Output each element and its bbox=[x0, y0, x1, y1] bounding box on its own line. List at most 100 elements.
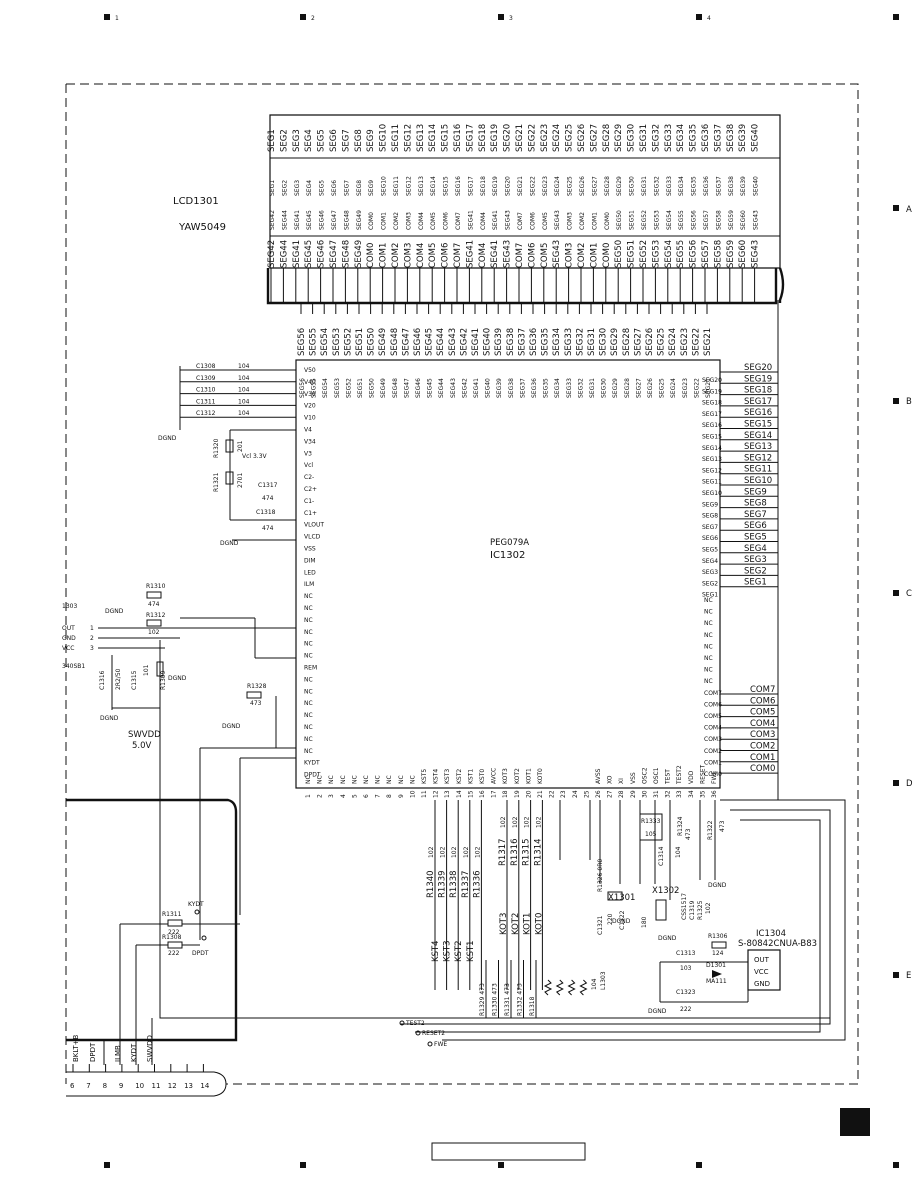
cap-value: 104 bbox=[238, 363, 250, 370]
segment-bus: SEG20SEG19SEG18SEG17SEG16SEG15SEG14SEG13… bbox=[720, 363, 778, 588]
ic-right-seg: SEG13 bbox=[702, 456, 722, 463]
ic-bottom-pin: KOT1 bbox=[525, 768, 532, 784]
lcd-inner-pin: SEG4 bbox=[306, 180, 313, 196]
tp-reset2: RESET2 bbox=[422, 1030, 445, 1037]
r1310-value: 474 bbox=[148, 601, 160, 608]
lcd-inner-pin: SEG29 bbox=[616, 176, 623, 196]
ic1304-pin-gnd: GND bbox=[754, 980, 770, 988]
ic-top-inner: SEG45 bbox=[427, 378, 434, 398]
lcd-inner-pin: SEG50 bbox=[616, 210, 623, 230]
lcd-inner-pin: COM6 bbox=[529, 212, 536, 230]
lcd-inner-pin: SEG21 bbox=[517, 176, 524, 196]
ic-bottom-num: 6 bbox=[363, 794, 370, 798]
kst-label: KST2 bbox=[454, 940, 464, 962]
c1314-ref: C1314 bbox=[658, 846, 665, 866]
seg-bus-label: SEG3 bbox=[744, 555, 767, 565]
sig-dpdt: DPDT bbox=[89, 1042, 97, 1062]
lcd-bottom-pin: COM1 bbox=[589, 243, 599, 268]
ic-bottom-num: 17 bbox=[491, 790, 498, 798]
lcd-bottom-pin: SEG58 bbox=[713, 240, 723, 268]
ic-left-pin: V40 bbox=[304, 379, 316, 386]
lcd-inner-pin: SEG23 bbox=[542, 176, 549, 196]
kst-res-ref: R1339 bbox=[438, 870, 448, 898]
lcd-ref: LCD1301 bbox=[173, 196, 219, 207]
seg-bus-label: SEG6 bbox=[744, 521, 767, 531]
ic-bottom-num: 23 bbox=[560, 790, 567, 798]
ic-top-pin: SEG56 bbox=[297, 328, 307, 356]
lower-zigzag bbox=[543, 979, 553, 996]
lcd-bottom-pin: SEG49 bbox=[354, 240, 364, 268]
ic-top-inner: SEG47 bbox=[403, 378, 410, 398]
r1312-ref: R1312 bbox=[146, 612, 166, 619]
r1310-ref: R1310 bbox=[146, 583, 166, 590]
ic-top-pin: SEG34 bbox=[552, 328, 562, 356]
ic-right-seg: SEG11 bbox=[702, 479, 722, 486]
lcd-inner-pin: SEG42 bbox=[269, 210, 276, 230]
ic-bottom-num: 19 bbox=[514, 790, 521, 798]
lcd-top-pin: SEG38 bbox=[726, 124, 736, 152]
seg-bus-label: SEG11 bbox=[744, 465, 772, 475]
lower-res-ref: R1329 473 bbox=[479, 983, 486, 1016]
kst-label: KST4 bbox=[431, 940, 441, 962]
kot-res-value: 102 bbox=[524, 816, 531, 828]
c1318-value: 474 bbox=[262, 525, 274, 532]
r1311-ref: R1311 bbox=[162, 911, 182, 918]
seg-bus-label: SEG18 bbox=[744, 386, 772, 396]
c1315-ref: C1315 bbox=[131, 670, 138, 690]
ic1304-pin-vcc: VCC bbox=[754, 968, 769, 976]
ic-right-pin: COM1 bbox=[704, 759, 722, 766]
ic-bottom-num: 2 bbox=[317, 794, 324, 798]
ic-top-pin: SEG37 bbox=[517, 328, 527, 356]
cap-value: 104 bbox=[238, 375, 250, 382]
lcd-top-pin: SEG19 bbox=[490, 124, 500, 152]
ic-left-pin: NC bbox=[304, 676, 313, 683]
seg-bus-label: SEG7 bbox=[744, 510, 767, 520]
ic-bottom-num: 25 bbox=[583, 790, 590, 798]
kot-res-value: 102 bbox=[500, 816, 507, 828]
c1321-value: 220 bbox=[607, 913, 614, 925]
com-bus-label: COM7 bbox=[750, 685, 775, 695]
ic-right-pin: NC bbox=[704, 609, 713, 616]
ic-left-pin: V20 bbox=[304, 403, 316, 410]
lcd-inner-pin: SEG13 bbox=[418, 176, 425, 196]
ic-right-seg: SEG5 bbox=[702, 547, 718, 554]
seg-bus-label: SEG10 bbox=[744, 476, 772, 486]
lcd-inner-pin: SEG24 bbox=[554, 176, 561, 196]
ic-bottom-num: 18 bbox=[502, 790, 509, 798]
ic-right-pin: COM4 bbox=[704, 725, 722, 732]
lcd-bottom-pin: COM4 bbox=[416, 243, 426, 268]
lcd-bottom-pin: COM6 bbox=[527, 243, 537, 268]
lcd-top-pin: SEG12 bbox=[403, 124, 413, 152]
ic-right-seg: SEG3 bbox=[702, 569, 718, 576]
lcd-top-pins: SEG1SEG1SEG2SEG2SEG3SEG3SEG4SEG4SEG5SEG5… bbox=[267, 124, 761, 196]
ic1304-ref: IC1304 bbox=[756, 929, 786, 939]
lcd-inner-pin: SEG56 bbox=[691, 210, 698, 230]
connector-pin-num: 9 bbox=[119, 1082, 123, 1090]
ic1302: PEG079A IC1302 SEG56SEG56SEG55SEG55SEG54… bbox=[295, 303, 722, 798]
sig-ilmb: ILMB bbox=[114, 1045, 122, 1062]
lcd-inner-pin: SEG22 bbox=[529, 176, 536, 196]
lcd-inner-pin: COM5 bbox=[430, 212, 437, 230]
ic-top-pin: SEG45 bbox=[425, 328, 435, 356]
seg-bus-label: SEG12 bbox=[744, 453, 772, 463]
ic-top-inner: SEG24 bbox=[670, 378, 677, 398]
dgnd-label-6: DGND bbox=[222, 723, 241, 730]
lcd-inner-pin: COM3 bbox=[405, 212, 412, 230]
ic-right-pin: NC bbox=[704, 643, 713, 650]
lcd-top-pin: SEG8 bbox=[354, 129, 364, 152]
remote-sensor: 1303 OUT GND VCC 1 2 3 340SB1 R1310 474 … bbox=[62, 583, 296, 722]
ic-bottom-num: 22 bbox=[549, 790, 556, 798]
lcd-inner-pin: SEG54 bbox=[666, 210, 673, 230]
lcd-inner-pin: SEG60 bbox=[740, 210, 747, 230]
lcd-inner-pin: SEG47 bbox=[331, 210, 338, 230]
kot-res-ref: R1314 bbox=[533, 838, 543, 866]
dgnd-label-7: DGND bbox=[612, 918, 631, 925]
swvdd-voltage: 5.0V bbox=[132, 741, 152, 751]
lcd-top-pin: SEG14 bbox=[428, 124, 438, 152]
lcd-inner-pin: SEG41 bbox=[467, 210, 474, 230]
kst-res-ref: R1337 bbox=[461, 870, 471, 898]
r1320-ref: R1320 bbox=[213, 438, 220, 458]
ilm-network: R1328 473 DGND SWVDD 5.0V bbox=[128, 617, 296, 940]
lcd-bottom-pin: COM3 bbox=[403, 243, 413, 268]
